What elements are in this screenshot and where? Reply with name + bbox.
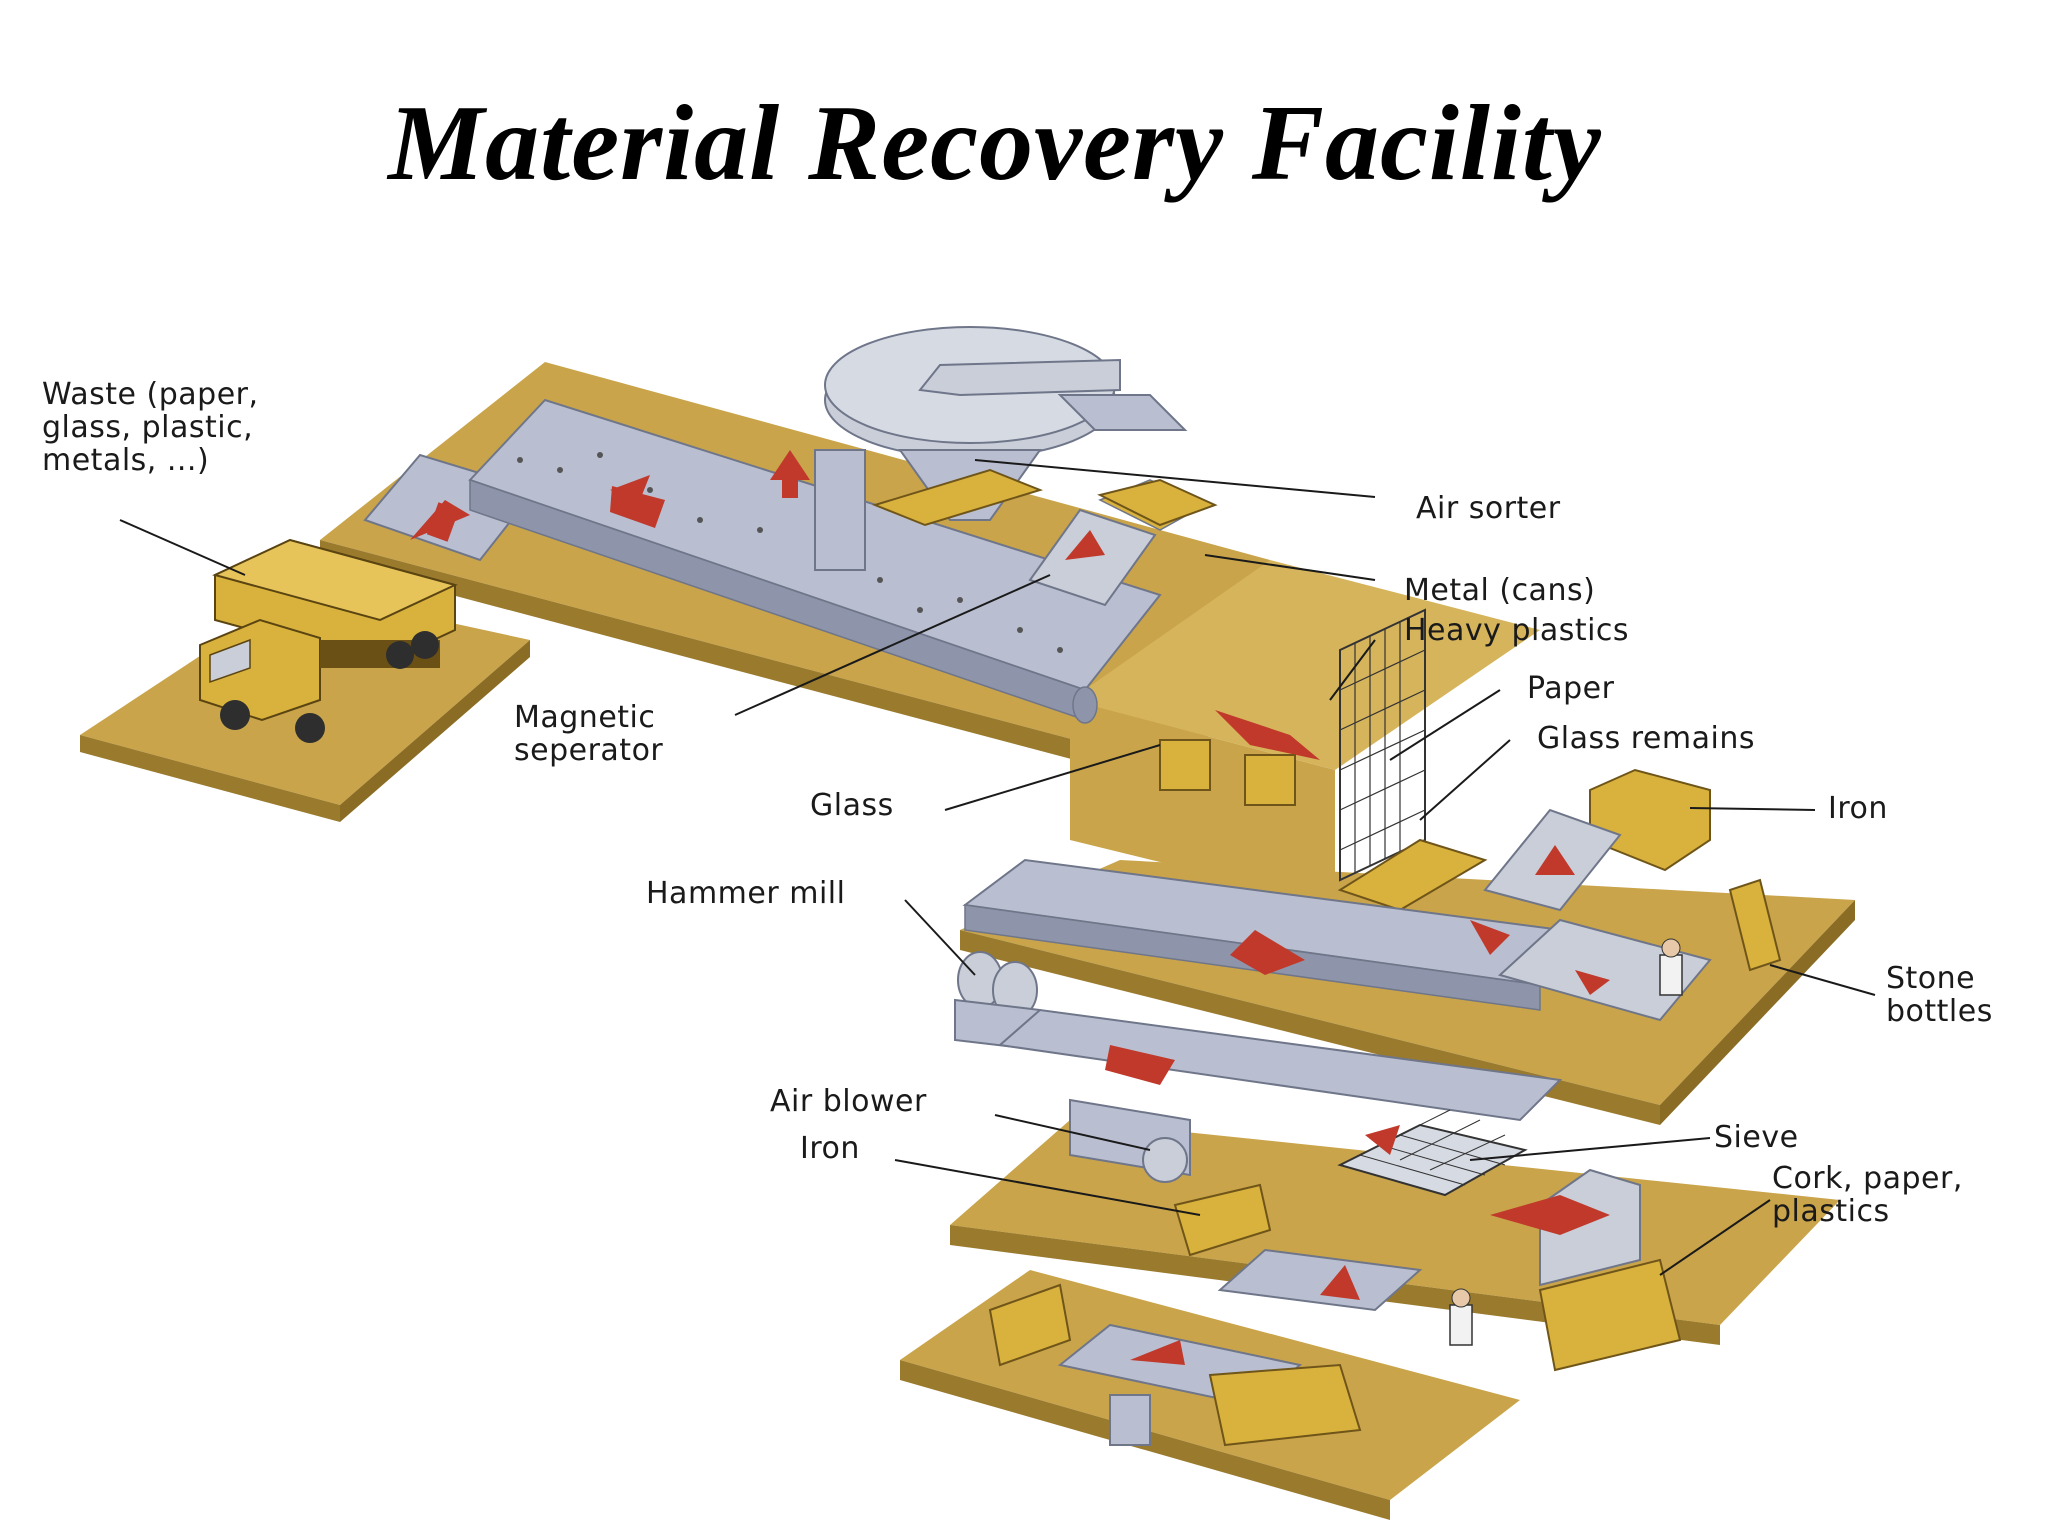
heavy-plastic-screen [1159, 608, 1488, 912]
lower-bins [988, 1183, 1682, 1447]
label-glass: Glass [810, 788, 894, 823]
label-cork-paper-plastics-line-2: plastics [1772, 1194, 1890, 1229]
truck [199, 538, 458, 743]
label-stone-bottles-line-1: Stone [1886, 961, 1975, 996]
label-air-sorter: Air sorter [1416, 491, 1561, 526]
label-air-blower: Air blower [770, 1084, 927, 1119]
label-iron-bottom: Iron [800, 1131, 860, 1166]
sieve [1337, 1109, 1528, 1197]
middle-conveyors [962, 858, 1712, 1022]
workers [1449, 938, 1683, 1346]
labels: Waste (paper, glass, plastic, metals, ..… [42, 377, 1993, 1229]
label-metal-cans: Metal (cans) [1404, 573, 1595, 608]
label-magnetic-separator-line-2: seperator [514, 733, 663, 768]
label-heavy-plastics: Heavy plastics [1404, 613, 1629, 648]
label-waste-line-2: glass, plastic, [42, 410, 253, 445]
label-waste-line-1: Waste (paper, [42, 377, 259, 412]
label-cork-paper-plastics-line-1: Cork, paper, [1772, 1161, 1963, 1196]
label-iron-top: Iron [1828, 791, 1888, 826]
iron-bin-top [1483, 768, 1782, 972]
label-sieve: Sieve [1714, 1120, 1799, 1155]
label-waste-line-3: metals, ...) [42, 443, 209, 478]
leader-lines [119, 459, 1876, 1276]
label-paper: Paper [1527, 671, 1615, 706]
page-title: Material Recovery Facility [388, 84, 1602, 203]
label-glass-remains: Glass remains [1537, 721, 1755, 756]
air-blower-conveyor [997, 1008, 1563, 1183]
upper-bins [871, 468, 1218, 527]
label-magnetic-separator-line-1: Magnetic [514, 700, 655, 735]
label-hammer-mill: Hammer mill [646, 876, 845, 911]
label-stone-bottles-line-2: bottles [1886, 994, 1993, 1029]
hammer-mill [954, 951, 1041, 1052]
